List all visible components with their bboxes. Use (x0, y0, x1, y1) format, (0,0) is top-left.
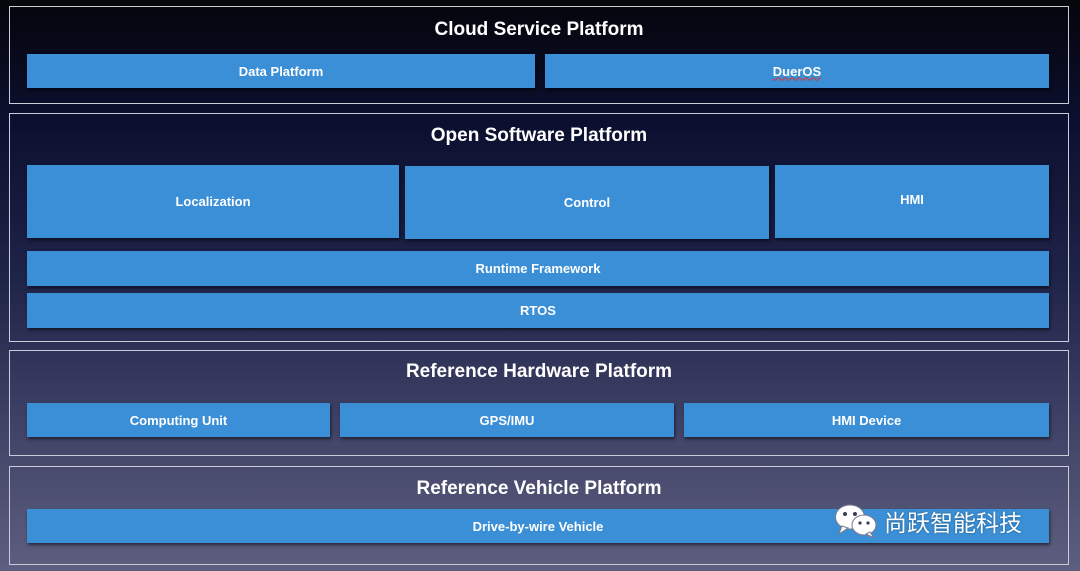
localization-block: Localization (27, 165, 399, 238)
drive-by-wire-vehicle-block: Drive-by-wire Vehicle (27, 509, 1049, 543)
reference-hardware-platform-title: Reference Hardware Platform (405, 361, 673, 382)
wechat-icon (834, 503, 878, 540)
cloud-service-platform-title: Cloud Service Platform (434, 19, 644, 40)
hmi-block: HMI (775, 165, 1049, 238)
computing-unit-block: Computing Unit (27, 403, 330, 437)
reference-hardware-platform-panel: Reference Hardware Platform (9, 350, 1069, 456)
open-software-platform-panel: Open Software Platform (9, 113, 1069, 342)
gps-imu-block: GPS/IMU (340, 403, 674, 437)
watermark-text: 尚跃智能科技 (884, 511, 1022, 537)
runtime-framework-block: Runtime Framework (27, 251, 1049, 286)
data-platform-block: Data Platform (27, 54, 535, 88)
cloud-service-platform-panel: Cloud Service Platform (9, 6, 1069, 104)
watermark: 尚跃智能科技 (834, 503, 1022, 540)
open-software-platform-title: Open Software Platform (430, 125, 648, 146)
hmi-device-block: HMI Device (684, 403, 1049, 437)
control-block: Control (405, 166, 769, 239)
reference-vehicle-platform-title: Reference Vehicle Platform (416, 478, 662, 499)
dueros-label: DuerOS (772, 63, 822, 79)
reference-vehicle-platform-panel: Reference Vehicle Platform (9, 466, 1069, 565)
rtos-block: RTOS (27, 293, 1049, 328)
dueros-block: DuerOS (545, 54, 1049, 88)
